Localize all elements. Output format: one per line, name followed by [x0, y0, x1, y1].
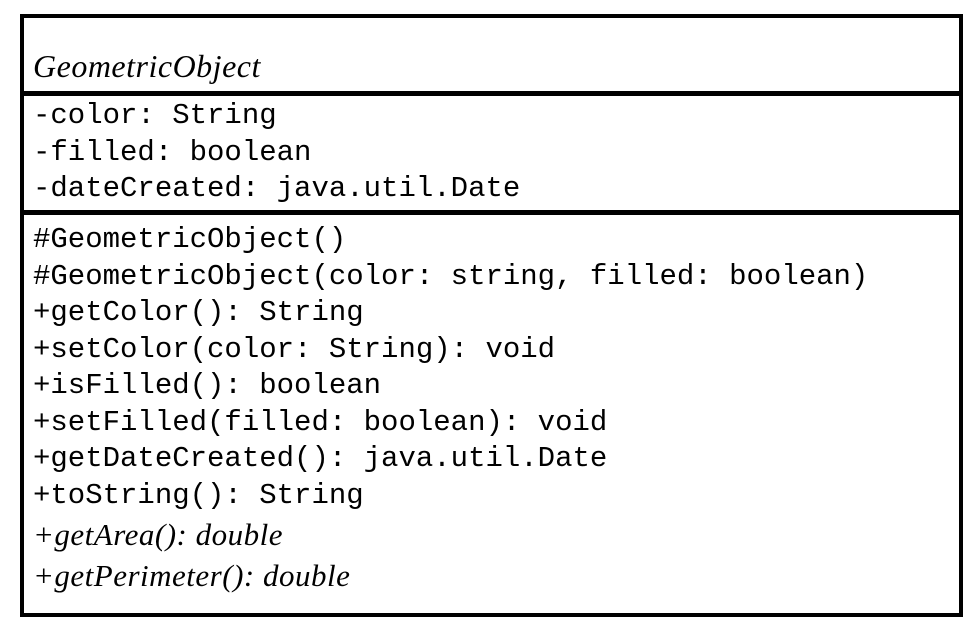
field-color: -color: String [33, 99, 277, 132]
method-constructor-args: #GeometricObject(color: string, filled: … [33, 259, 869, 293]
methods-compartment: #GeometricObject() #GeometricObject(colo… [24, 215, 959, 613]
method-getarea-abstract: +getArea(): double [33, 517, 283, 552]
field-filled: -filled: boolean [33, 135, 312, 169]
uml-class-box: GeometricObject -color: String -filled: … [20, 14, 963, 617]
class-name: GeometricObject [33, 48, 261, 84]
method-getperimeter-abstract: +getPerimeter(): double [33, 558, 351, 593]
fields-compartment: -color: String -filled: boolean -dateCre… [24, 96, 959, 215]
method-tostring: +toString(): String [33, 478, 364, 512]
method-setfilled: +setFilled(filled: boolean): void [33, 405, 608, 439]
method-isfilled: +isFilled(): boolean [33, 369, 382, 402]
method-constructor-default: #GeometricObject() [33, 223, 347, 256]
method-getcolor: +getColor(): String [33, 296, 364, 329]
class-name-compartment: GeometricObject [24, 18, 959, 96]
method-getdatecreated: +getDateCreated(): java.util.Date [33, 442, 608, 475]
method-setcolor: +setColor(color: String): void [33, 332, 556, 366]
field-datecreated: -dateCreated: java.util.Date [33, 172, 521, 205]
